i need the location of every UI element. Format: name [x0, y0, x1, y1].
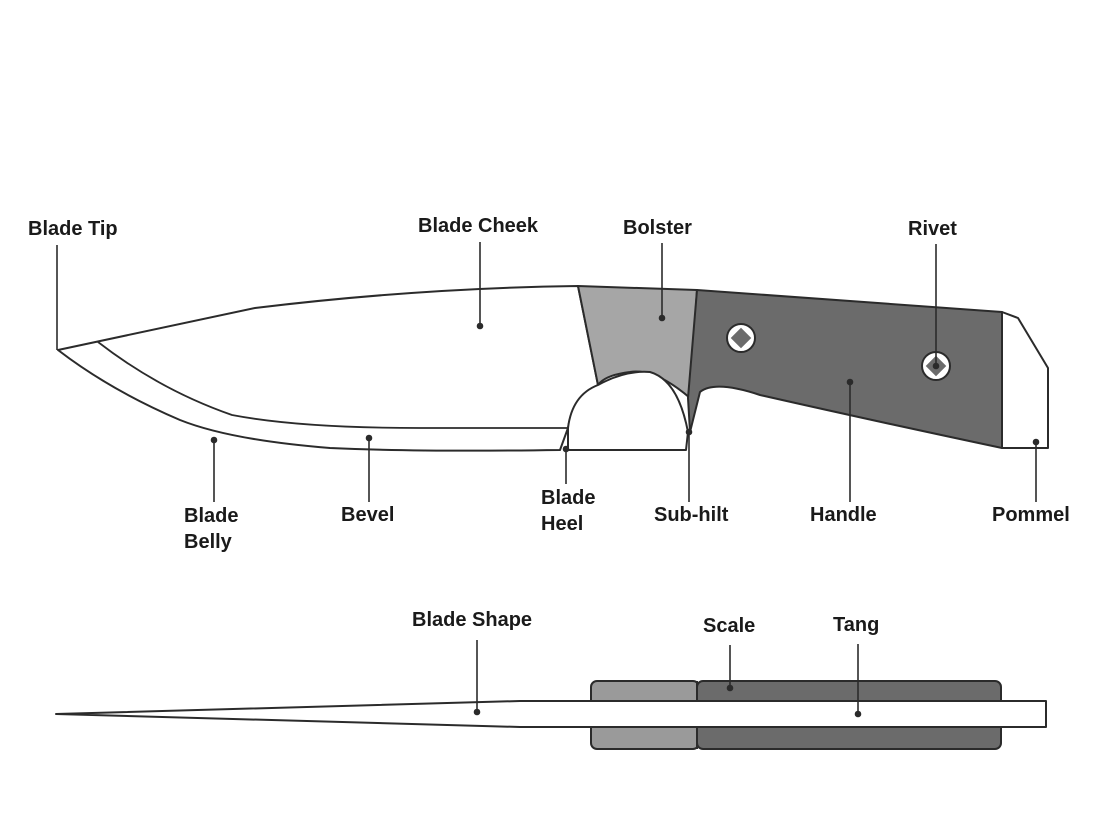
- top-leaders: [473, 640, 862, 718]
- label-blade-heel-line2: Heel: [541, 513, 584, 535]
- label-blade-belly-line1: Blade: [184, 505, 239, 527]
- label-blade-tip: Blade Tip: [28, 218, 118, 240]
- blade-shape-profile: [55, 700, 1047, 728]
- label-blade-heel-line1: Blade: [541, 487, 596, 509]
- rivet-front: [726, 323, 756, 353]
- pommel-shape: [1001, 311, 1049, 449]
- label-bevel: Bevel: [341, 504, 395, 526]
- label-sub-hilt: Sub-hilt: [654, 504, 729, 526]
- label-bolster: Bolster: [623, 217, 692, 239]
- label-blade-belly-line2: Belly: [184, 531, 232, 553]
- label-blade-shape: Blade Shape: [412, 609, 533, 631]
- blade-body: [57, 285, 599, 452]
- label-handle: Handle: [810, 504, 877, 526]
- bolster-shape: [577, 285, 698, 399]
- label-tang: Tang: [833, 614, 880, 636]
- handle-shape: [687, 289, 1003, 449]
- label-rivet: Rivet: [908, 218, 957, 240]
- blade-bevel-line: [97, 341, 568, 429]
- sub-hilt-notch: [567, 370, 689, 451]
- label-blade-cheek: Blade Cheek: [418, 215, 539, 237]
- knife-side-view: [57, 285, 1049, 452]
- label-pommel: Pommel: [992, 504, 1070, 526]
- label-scale: Scale: [703, 615, 756, 637]
- knife-top-view: [55, 680, 1047, 750]
- side-leaders: [56, 242, 1040, 502]
